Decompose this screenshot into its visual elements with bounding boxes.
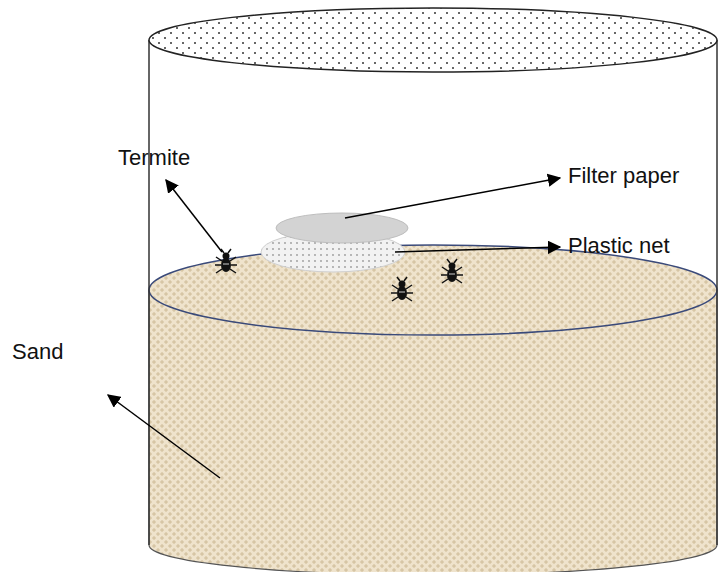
part-label: Filter paper	[568, 164, 679, 188]
part-label: Sand	[12, 340, 63, 364]
part-label: Plastic net	[568, 234, 670, 258]
part-label: Termite	[118, 146, 190, 170]
